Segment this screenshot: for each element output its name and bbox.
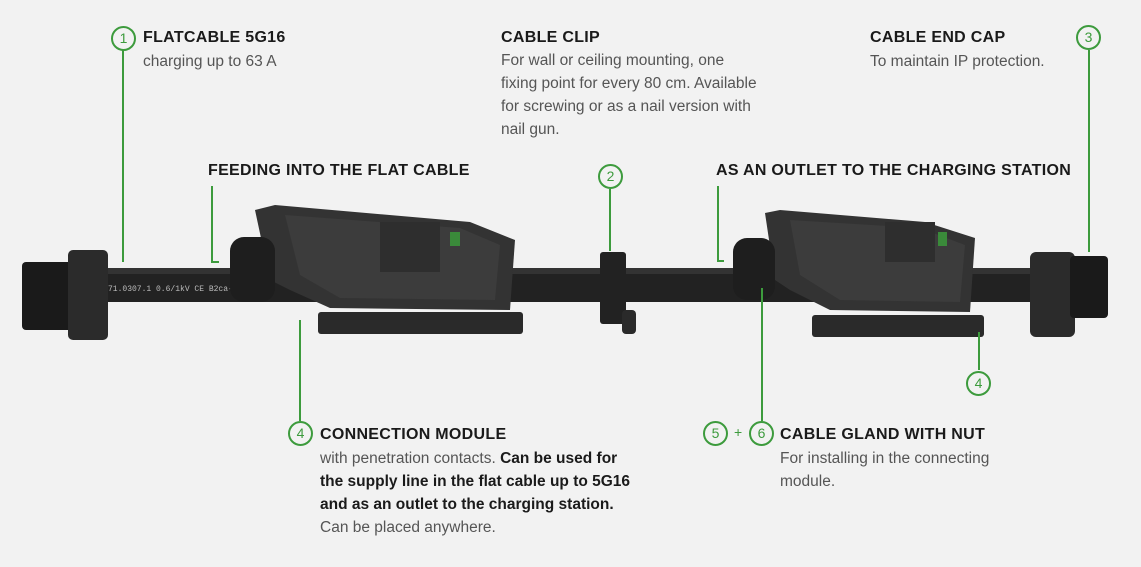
- connection-module-text: with penetration contacts. Can be used f…: [320, 447, 680, 539]
- connection-module-text-end: Can be placed anywhere.: [320, 519, 496, 536]
- connection-module-title: CONNECTION MODULE: [320, 426, 507, 443]
- callout-number-5: 5: [703, 421, 728, 446]
- connection-module-text-bold: the supply line in the flat cable up to …: [320, 473, 631, 490]
- leader-line-outlet-tick: [717, 260, 724, 262]
- cable-clip-text: For wall or ceiling mounting, one fixing…: [501, 49, 757, 141]
- cable-gland-line: module.: [780, 473, 836, 490]
- outlet-title: AS AN OUTLET TO THE CHARGING STATION: [716, 162, 1072, 179]
- right-end-cap: [1030, 252, 1108, 337]
- cable-clip-title: CABLE CLIP: [501, 29, 600, 46]
- cable-gland-text: For installing in the connecting module.: [780, 447, 989, 493]
- cable-clip-line: fixing point for every 80 cm. Available: [501, 75, 757, 92]
- connection-module-text-bold: and as an outlet to the charging station…: [320, 496, 614, 513]
- leader-line-1: [122, 50, 124, 262]
- leader-line-3: [1088, 50, 1090, 252]
- leader-line-6: [761, 288, 763, 421]
- callout-number-6: 6: [749, 421, 774, 446]
- end-cap-title: CABLE END CAP: [870, 29, 1006, 46]
- leader-line-feeding-tick: [211, 261, 219, 263]
- cable-gland-title: CABLE GLAND WITH NUT: [780, 426, 986, 443]
- cable-clip-line: nail gun.: [501, 121, 560, 138]
- leader-line-4b: [978, 332, 980, 370]
- callout-number-4-right: 4: [966, 371, 991, 396]
- connection-module-right: [733, 210, 984, 337]
- connection-module-left: [230, 205, 523, 334]
- callout-number-2: 2: [598, 164, 623, 189]
- flatcable-text: charging up to 63 A: [143, 53, 277, 70]
- flatcable-title: FLATCABLE 5G16: [143, 29, 286, 46]
- feeding-title: FEEDING INTO THE FLAT CABLE: [208, 162, 470, 179]
- callout-number-4: 4: [288, 421, 313, 446]
- left-end-cap: [22, 250, 108, 340]
- cable-print: 71.0307.1 0.6/1kV CE B2ca-s1a.: [108, 285, 252, 294]
- callout-number-1: 1: [111, 26, 136, 51]
- leader-line-feeding: [211, 186, 213, 262]
- cable-clip-line: For wall or ceiling mounting, one: [501, 52, 725, 69]
- connection-module-text-normal: with penetration contacts.: [320, 450, 501, 467]
- callout-number-3: 3: [1076, 25, 1101, 50]
- leader-line-outlet: [717, 186, 719, 261]
- leader-line-2: [609, 189, 611, 251]
- cable-gland-line: For installing in the connecting: [780, 450, 990, 467]
- leader-line-4: [299, 320, 301, 421]
- cable-clip-line: for screwing or as a nail version with: [501, 98, 751, 115]
- cable-clip: [600, 252, 636, 334]
- end-cap-text: To maintain IP protection.: [870, 53, 1045, 70]
- plus-sign: +: [734, 424, 743, 440]
- connection-module-text-bold: Can be used for: [500, 450, 618, 467]
